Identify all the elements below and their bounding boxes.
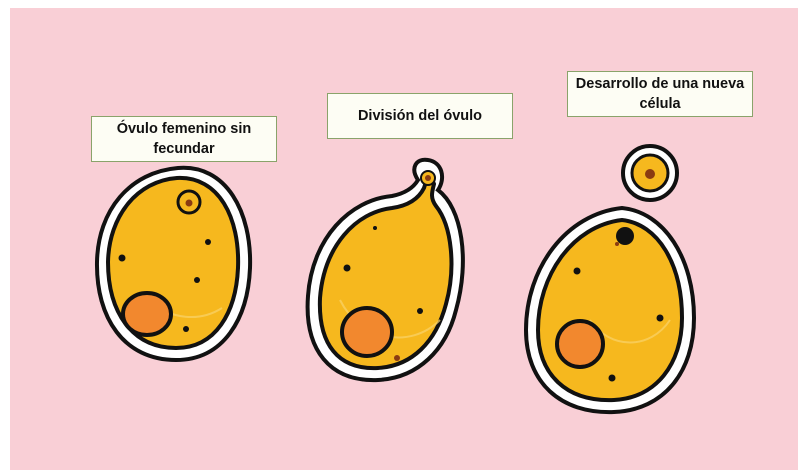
stage-1-label-box: Óvulo femenino sin fecundar: [91, 116, 277, 162]
stage-3-label: Desarrollo de una nueva célula: [568, 74, 752, 114]
stage-2-label: División del óvulo: [358, 106, 482, 126]
stage-2-label-box: División del óvulo: [327, 93, 513, 139]
stage-1-nucleus: [123, 293, 171, 335]
stage-3-label-box: Desarrollo de una nueva célula: [567, 71, 753, 117]
stage-3-new-cell: [526, 146, 694, 412]
stage-1-label: Óvulo femenino sin fecundar: [92, 119, 276, 159]
stage-2-dividing-ovum: [308, 160, 463, 380]
stage-3-nucleus: [557, 321, 603, 367]
stage-1-ovum: [97, 168, 250, 360]
stage-2-nucleus: [342, 308, 392, 356]
